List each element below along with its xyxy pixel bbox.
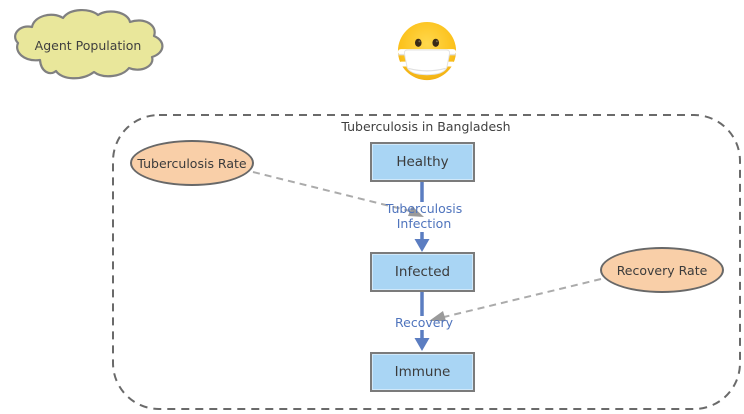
parameter-tuberculosis-rate-label: Tuberculosis Rate <box>137 155 247 171</box>
transition-label-line: Recovery <box>395 315 453 330</box>
parameter-recovery-rate[interactable]: Recovery Rate <box>600 247 724 293</box>
parameter-recovery-rate-label: Recovery Rate <box>616 262 708 278</box>
diagram-title: Tuberculosis in Bangladesh <box>341 119 511 134</box>
masked-face-emoji-icon[interactable] <box>396 20 458 82</box>
transition-recovery-label[interactable]: Recovery <box>372 315 476 330</box>
state-infected[interactable]: Infected <box>370 252 475 292</box>
agent-population-label: Agent Population <box>34 37 142 53</box>
transition-tuberculosis-infection-label[interactable]: Tuberculosis Infection <box>352 201 496 231</box>
state-immune[interactable]: Immune <box>370 352 475 392</box>
state-immune-label: Immune <box>394 364 451 380</box>
state-healthy-label: Healthy <box>396 154 449 170</box>
parameter-tuberculosis-rate[interactable]: Tuberculosis Rate <box>130 140 254 186</box>
state-infected-label: Infected <box>394 264 451 280</box>
state-healthy[interactable]: Healthy <box>370 142 475 182</box>
transition-label-line: Infection <box>396 216 452 231</box>
cloud-icon <box>14 9 164 80</box>
transition-label-line: Tuberculosis <box>385 201 463 216</box>
agent-population-callout[interactable]: Agent Population <box>8 4 168 82</box>
